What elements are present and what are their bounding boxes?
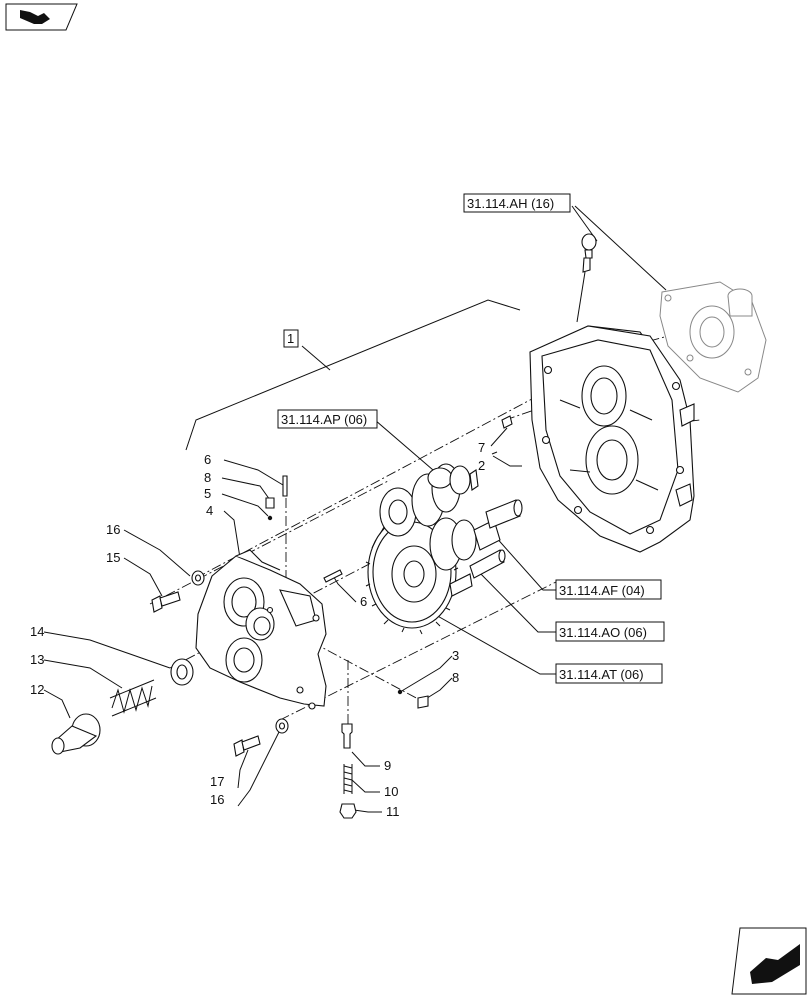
callout-6-side: 6	[360, 594, 367, 609]
valve-9	[341, 723, 353, 749]
ref-box-af[interactable]: 31.114.AF (04)	[555, 579, 662, 600]
ref-box-ap[interactable]: 31.114.AP (06)	[277, 409, 378, 429]
pin-6-top	[282, 475, 288, 497]
ref-label-af: 31.114.AF (04)	[559, 583, 645, 598]
ref-label-ao: 31.114.AO (06)	[559, 625, 647, 640]
ref-label-ap: 31.114.AP (06)	[281, 412, 367, 427]
plug-8-top	[265, 497, 275, 509]
callout-11: 11	[386, 804, 400, 819]
washer-16-top	[191, 570, 205, 586]
callout-16-bottom: 16	[210, 792, 224, 807]
callout-numbers: 2 3 4 5 6 6 7 8 8 9 10 11 12 13 14 15 16…	[30, 440, 485, 819]
back-arrow-icon[interactable]	[731, 927, 807, 995]
spring-10	[343, 764, 353, 794]
callout-5: 5	[204, 486, 211, 501]
callout-8-bottom: 8	[452, 670, 459, 685]
pin-6-side	[323, 569, 343, 583]
callout-14: 14	[30, 624, 44, 639]
ref-box-ao[interactable]: 31.114.AO (06)	[555, 621, 665, 642]
callout-15: 15	[106, 550, 120, 565]
forward-arrow-icon[interactable]	[5, 3, 78, 31]
callout-9: 9	[384, 758, 391, 773]
dipstick	[576, 233, 597, 323]
pin-7	[501, 415, 513, 429]
callout-3: 3	[452, 648, 459, 663]
plug-11	[339, 803, 357, 819]
callout-10: 10	[384, 784, 398, 799]
ref-label-at: 31.114.AT (06)	[559, 667, 644, 682]
bolt-15	[151, 591, 181, 613]
callout-13: 13	[30, 652, 44, 667]
ref-label-group: 1	[287, 331, 294, 346]
callout-17: 17	[210, 774, 224, 789]
callout-4: 4	[206, 503, 213, 518]
ref-box-group-1[interactable]: 1	[283, 329, 299, 348]
ref-label-ah: 31.114.AH (16)	[467, 196, 554, 211]
callout-6-top: 6	[204, 452, 211, 467]
rear-cover-plate	[659, 281, 767, 393]
ref-box-at[interactable]: 31.114.AT (06)	[555, 663, 663, 684]
callout-8-top: 8	[204, 470, 211, 485]
callout-16-top: 16	[106, 522, 120, 537]
bolt-17	[233, 735, 261, 757]
callout-7: 7	[478, 440, 485, 455]
front-cover	[195, 549, 327, 710]
callout-12: 12	[30, 682, 44, 697]
seal-14	[170, 658, 194, 686]
plug-12	[51, 713, 101, 755]
ball-5	[267, 515, 273, 521]
gear-cluster	[365, 463, 523, 635]
spring-13	[109, 679, 157, 717]
ref-box-ah[interactable]: 31.114.AH (16)	[463, 193, 571, 213]
washer-16-bottom	[275, 718, 289, 734]
ball-3	[397, 689, 403, 695]
plug-8-bottom	[417, 695, 429, 709]
callout-2: 2	[478, 458, 485, 473]
gearbox-housing	[529, 325, 695, 553]
leader-lines	[43, 205, 667, 813]
